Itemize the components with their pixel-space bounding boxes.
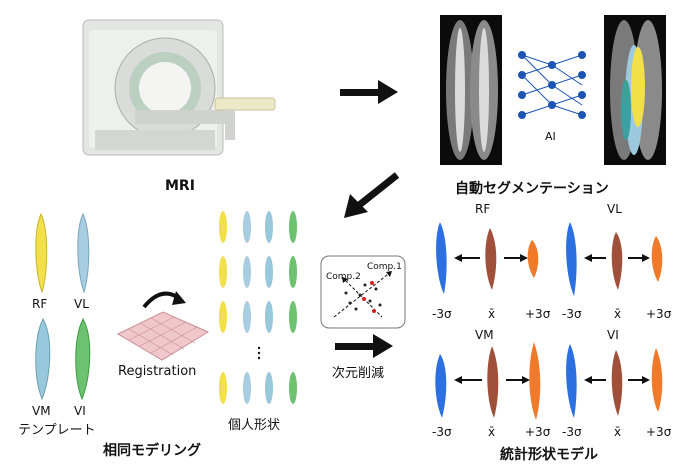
ssm-rf-minus: -3σ [432, 307, 452, 321]
segmentation-label: 自動セグメンテーション [455, 181, 609, 197]
ssm-vi-name: VI [607, 328, 619, 342]
mesh-icon [116, 311, 210, 361]
pca-scatter-icon [320, 255, 406, 329]
arrow-down-left-icon [344, 172, 400, 218]
ssm-vi-mean: x̄ [614, 425, 622, 439]
grid-row-1 [219, 211, 297, 243]
individual-shapes-grid [219, 211, 297, 404]
grid-row-3 [219, 301, 297, 333]
template-rf-muscle [35, 212, 48, 294]
neural-network-icon [518, 51, 586, 119]
ssm-label: 統計形状モデル [500, 447, 598, 463]
ssm-vl-name: VL [607, 202, 622, 216]
segmented-mri-icon [604, 15, 666, 165]
arrow-right-icon [335, 334, 393, 358]
ssm-vm-shapes [435, 342, 541, 420]
arrow-right-icon [340, 80, 398, 104]
ssm-vm-mean: x̄ [488, 425, 496, 439]
template-vl-label: VL [74, 297, 89, 311]
mri-label: MRI [165, 178, 195, 194]
curved-arrow-icon [142, 291, 186, 309]
mri-image-icon [440, 15, 502, 165]
individual-shapes-label: 個人形状 [228, 418, 281, 433]
ai-label: AI [545, 130, 556, 143]
grid-row-2 [219, 256, 297, 288]
ssm-vl-plus: +3σ [646, 307, 672, 321]
ssm-vm-name: VM [475, 328, 494, 342]
pca-label: 次元削減 [332, 366, 385, 381]
template-vm-muscle [35, 317, 51, 401]
mri-scanner-icon [82, 19, 276, 156]
ssm-rf-plus: +3σ [525, 307, 551, 321]
ssm-vm-plus: +3σ [525, 425, 551, 439]
ssm-rf-name: RF [475, 202, 491, 216]
template-vl-muscle [77, 212, 90, 294]
ssm-vi-shapes [566, 344, 663, 418]
template-rf-label: RF [32, 297, 48, 311]
ssm-vm-minus: -3σ [432, 425, 452, 439]
ssm-vl-mean: x̄ [614, 307, 622, 321]
ssm-vi-plus: +3σ [646, 425, 672, 439]
template-vi-muscle [75, 317, 91, 401]
pca-comp1-label: Comp.1 [367, 262, 402, 272]
template-vi-label: VI [74, 404, 86, 418]
ssm-vl-shapes [566, 222, 663, 296]
pca-comp2-label: Comp.2 [326, 272, 361, 282]
templates-label: テンプレート [18, 423, 96, 438]
grid-row-4 [219, 372, 297, 404]
grid-dots [257, 346, 261, 360]
template-vm-label: VM [32, 404, 51, 418]
ssm-vl-minus: -3σ [562, 307, 582, 321]
homology-label: 相同モデリング [103, 443, 201, 459]
ssm-rf-mean: x̄ [488, 307, 496, 321]
ssm-rf-shapes [436, 222, 539, 294]
registration-label: Registration [118, 364, 197, 379]
ssm-vi-minus: -3σ [562, 425, 582, 439]
